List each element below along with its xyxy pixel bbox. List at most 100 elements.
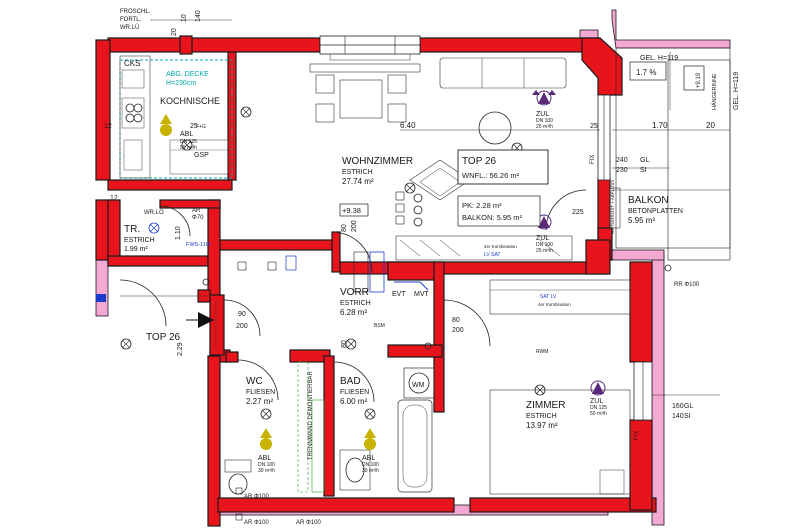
label-vorr: VORR (340, 287, 369, 298)
dim-12b: 12 (110, 195, 118, 202)
walls (95, 35, 657, 527)
label-bsm: BSM (374, 323, 385, 329)
dim-20b: 20 (706, 121, 715, 130)
furniture-dining (309, 63, 421, 123)
note-haengerinne: HÄNGERINNE (711, 73, 718, 110)
note-gel-side: GEL. H=119 (733, 72, 740, 110)
dim-10a: 10 (181, 14, 188, 22)
label-abl3-dn: DN 100 (362, 462, 379, 468)
label-gsp: GSP (194, 152, 209, 159)
note-wrlu: WR.LÜ (120, 24, 139, 31)
label-abl3: ABL (362, 455, 375, 462)
dim-919: +9.19 (696, 72, 702, 88)
dim-200b: 200 (452, 327, 464, 334)
label-zul3-rate: 50 m³/h (590, 411, 607, 417)
zul-icon (590, 380, 606, 396)
label-bad-area: 6.00 m² (340, 397, 367, 406)
label-satlv: SAT LV (540, 294, 557, 300)
dim-200c: 200 (236, 323, 248, 330)
label-vorr-area: 6.28 m² (340, 308, 367, 317)
label-abg-decke: ABG. DECKE (166, 71, 209, 78)
label-ar1: AR Φ100 (244, 494, 269, 500)
label-ar3: AR Φ100 (296, 520, 321, 526)
label-fg: F+G (196, 124, 206, 130)
label-ar2: AR Φ100 (244, 520, 269, 526)
label-abl3-rate: 30 m³/h (362, 468, 379, 474)
label-rwm: RWM (536, 349, 548, 355)
header-notes: FROSCHL. FORTL. WR.LÜ GEL. H=119 GEL. H=… (120, 9, 740, 110)
light-icon (364, 408, 376, 420)
window-balcony (597, 94, 611, 181)
label-bad-floor: FLIESEN (340, 389, 369, 396)
label-kochnische: KOCHNISCHE (160, 96, 220, 106)
abl-icon (160, 114, 172, 136)
dim-12a: 12 (104, 123, 112, 130)
label-tr-floor: ESTRICH (124, 237, 155, 244)
dim-160: 160 (672, 403, 684, 410)
label-zul1: ZUL (536, 111, 549, 118)
label-wc: WC (246, 376, 263, 387)
abl-icon (260, 428, 272, 450)
dim-110: 1.10 (175, 226, 182, 240)
trennwand (297, 361, 325, 493)
label-abl1-rate: 50 m³/h (180, 145, 197, 151)
label-top-entry: TOP 26 (146, 332, 181, 343)
bad-sink (339, 449, 371, 491)
label-wc-area: 2.27 m² (246, 397, 273, 406)
label-wc-floor: FLIESEN (246, 389, 275, 396)
window-zimmer (633, 361, 653, 421)
abl-icon (364, 428, 376, 450)
level-box-right (683, 65, 705, 91)
dim-gl2: GL (684, 403, 693, 410)
dim-938: +9.38 (342, 206, 361, 215)
label-zul3-dn: DN 125 (590, 405, 607, 411)
unit-balkon: BALKON: 5.95 m² (462, 213, 523, 222)
wc-toilet (224, 459, 252, 495)
dim-si2: SI (684, 413, 691, 420)
label-abl1-dn: DN 125 (180, 139, 197, 145)
unit-info-box (457, 149, 549, 185)
label-ph70: Φ70 (192, 215, 204, 221)
dim-200a: 200 (351, 220, 358, 232)
kitchen-area (119, 55, 233, 179)
dim-25a: 25 (190, 123, 198, 130)
label-zul3: ZUL (590, 398, 603, 405)
balkon-slope-box (629, 61, 667, 81)
light-icon (404, 182, 416, 194)
dim-170: 1.70 (652, 121, 668, 130)
zul-icon (532, 90, 556, 106)
dim-80b: 80 (452, 317, 460, 324)
dim-si: SI (640, 167, 647, 174)
light-icon (240, 106, 252, 118)
light-icon (345, 338, 357, 350)
balcony (609, 47, 731, 261)
label-zul2-dn: DN 100 (536, 242, 553, 248)
label-tr: TR. (124, 224, 140, 235)
label-kombi1: 4er Kombination (484, 244, 517, 249)
label-balkon-floor: BETONPLATTEN (628, 208, 683, 215)
label-wohnzimmer: WOHNZIMMER (342, 156, 413, 167)
label-zul2: ZUL (536, 235, 549, 242)
label-zimmer-area: 13.97 m² (526, 421, 558, 430)
label-abl1: ABL (180, 131, 193, 138)
light-icon (120, 338, 132, 350)
window-top (319, 35, 421, 61)
label-bad: BAD (340, 376, 361, 387)
label-wohnzimmer-floor: ESTRICH (342, 169, 373, 176)
unit-name: TOP 26 (462, 156, 497, 167)
dim-140a: 140 (195, 10, 202, 22)
furniture-tv (395, 235, 573, 261)
dim-225: 225 (572, 209, 584, 216)
dim-140b: 140 (672, 413, 684, 420)
label-abl2-rate: 30 m³/h (258, 468, 275, 474)
furniture-sofa (439, 57, 567, 145)
label-fws: FWS-110L (186, 242, 212, 248)
label-fix: FIX (590, 155, 596, 164)
label-evt: EVT (392, 291, 406, 298)
note-slope: 1.7 % (636, 68, 656, 77)
label-balkon: BALKON (628, 195, 669, 206)
label-wm: WM (412, 382, 425, 389)
furniture-zimmer (489, 279, 631, 495)
label-balkon-area: 5.95 m² (628, 216, 655, 225)
